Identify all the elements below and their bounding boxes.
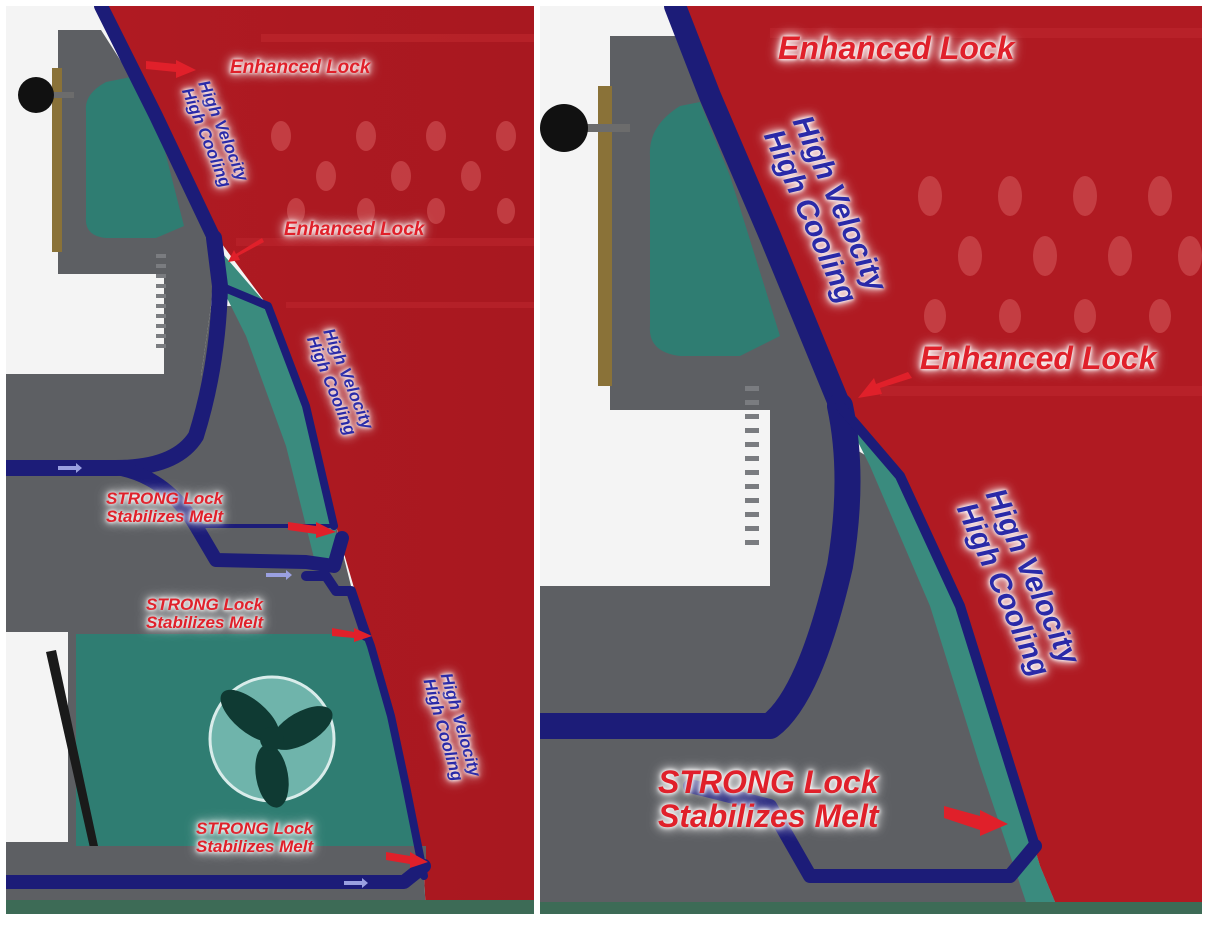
enhanced-lock-label-mid: Enhanced Lock xyxy=(920,340,1157,376)
brass-strip xyxy=(598,86,612,386)
left-cross-section-panel: Enhanced Lock Enhanced Lock High Velocit… xyxy=(6,6,534,914)
air-ring-holes xyxy=(271,121,516,224)
adjust-knob xyxy=(540,104,588,152)
air-ring-holes xyxy=(918,176,1202,333)
air-channels xyxy=(6,6,431,889)
fan-blades xyxy=(220,689,333,808)
teal-adjuster xyxy=(649,102,780,356)
label-arrows xyxy=(146,60,428,868)
flow-arrows xyxy=(58,463,368,888)
right-cross-section-panel: Enhanced Lock Enhanced Lock High Velocit… xyxy=(540,6,1202,914)
bubble-film-region xyxy=(101,6,534,914)
enhanced-lock-label-2: Enhanced Lock xyxy=(284,219,425,240)
teal-lip-insert xyxy=(840,406,1060,914)
teal-lip-insert xyxy=(216,246,336,566)
left-cross-section-drawing xyxy=(6,6,534,914)
enhanced-lock-label-top: Enhanced Lock xyxy=(778,30,1015,66)
thread-teeth xyxy=(745,386,759,545)
bubble-film-region xyxy=(670,6,1202,914)
enhanced-lock-label-1: Enhanced Lock xyxy=(230,57,371,78)
adjust-knob xyxy=(18,77,54,113)
air-channels xyxy=(540,6,1042,883)
thread-teeth xyxy=(156,254,166,348)
brass-strip xyxy=(52,68,62,252)
teal-adjuster xyxy=(85,76,184,238)
right-cross-section-drawing xyxy=(540,6,1202,914)
label-arrows xyxy=(858,372,1008,836)
